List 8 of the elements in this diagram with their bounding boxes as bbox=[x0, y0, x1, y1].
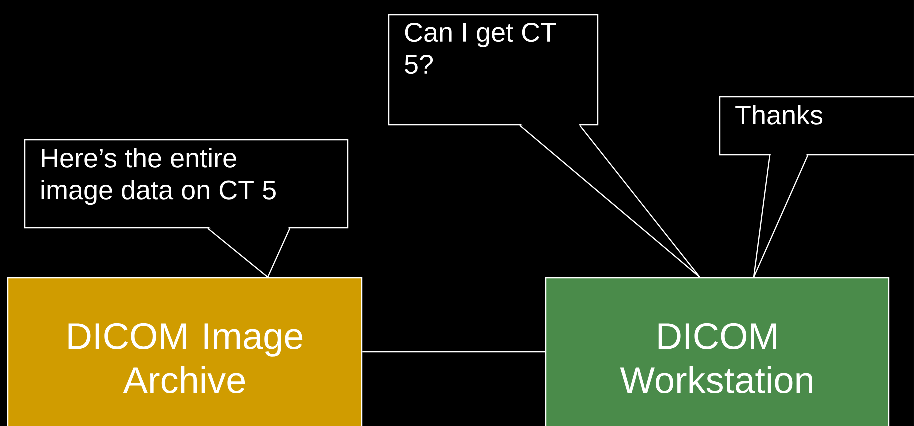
bubble-tail bbox=[519, 124, 701, 278]
speech-bubble: Can I get CT 5? bbox=[388, 14, 599, 126]
speech-bubble: Thanks bbox=[719, 96, 914, 156]
bubble-tail bbox=[753, 154, 809, 278]
bubble-tail bbox=[207, 227, 291, 278]
system-box: DICOM Image Archive bbox=[7, 277, 363, 426]
system-box: DICOM Workstation bbox=[545, 277, 890, 426]
connector-line bbox=[362, 351, 546, 353]
